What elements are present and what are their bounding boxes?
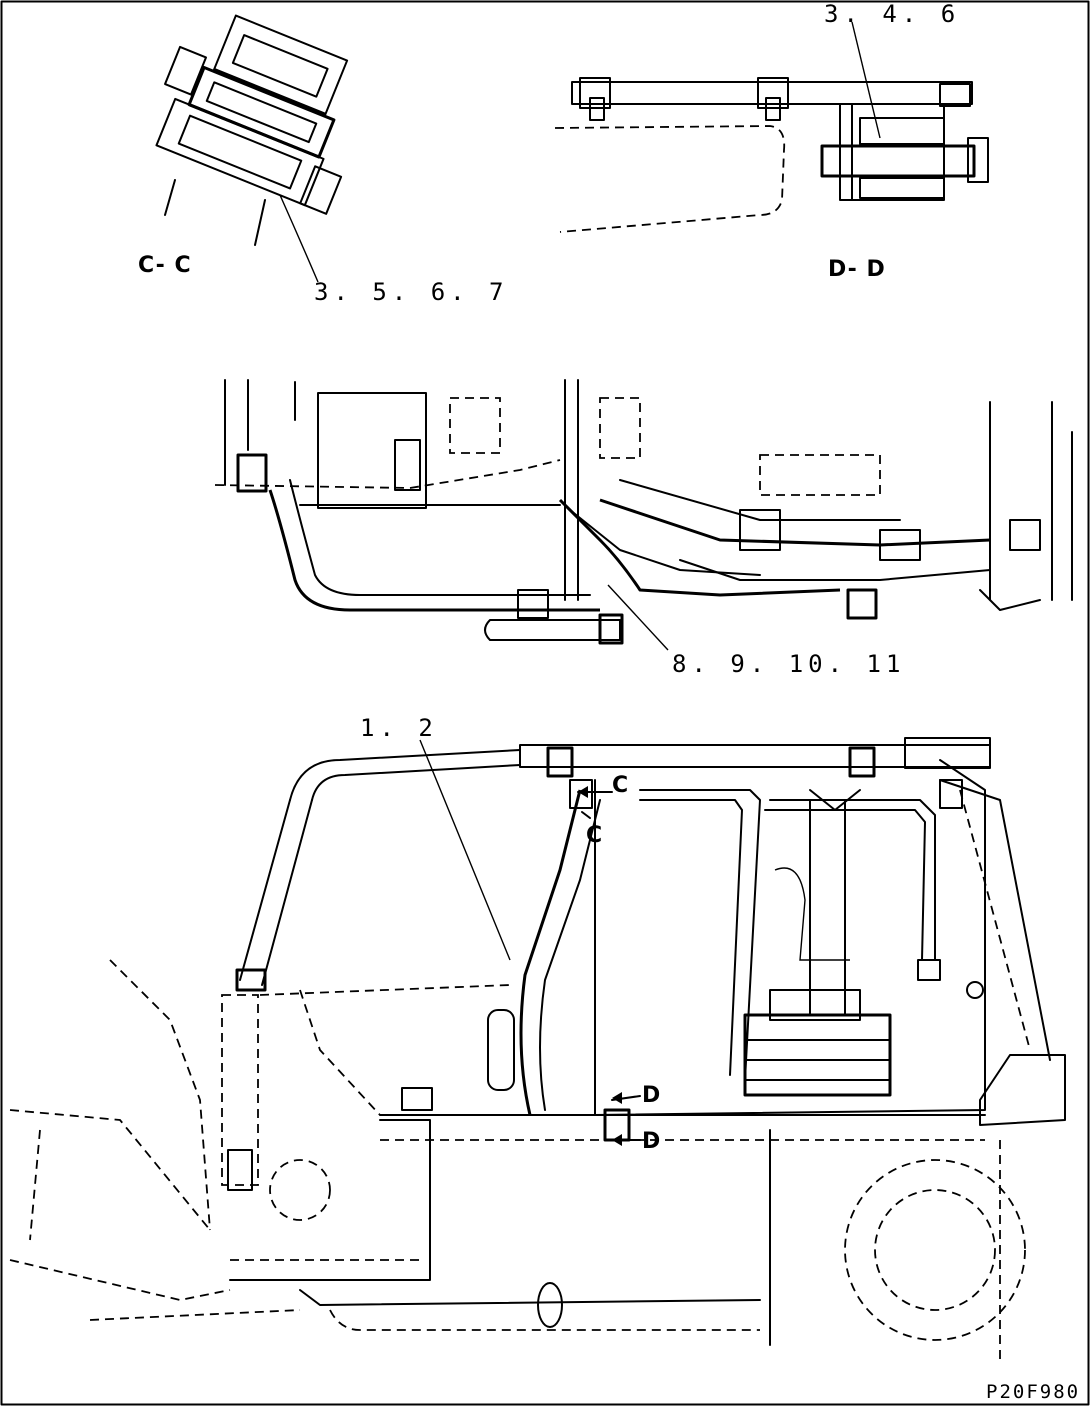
callout-mid-parts: 8. 9. 10. 11 bbox=[672, 650, 905, 678]
callout-main-parts: 1. 2 bbox=[360, 714, 438, 742]
side-view-machine bbox=[9, 737, 1066, 1360]
marker-d-upper: D bbox=[642, 1083, 661, 1108]
top-view-harness-routing bbox=[214, 379, 1073, 651]
callout-c-parts: 3. 5. 6. 7 bbox=[314, 278, 509, 306]
section-view-d-d bbox=[554, 21, 989, 233]
marker-d-lower: D bbox=[642, 1129, 661, 1154]
section-view-c-c bbox=[155, 14, 349, 283]
drawing-code: P20F980 bbox=[986, 1381, 1080, 1403]
marker-c-upper: C bbox=[612, 773, 629, 798]
view-label-d-d: D- D bbox=[828, 257, 886, 282]
callout-d-parts: 3. 4. 6 bbox=[824, 0, 960, 28]
marker-c-lower: C bbox=[586, 823, 603, 848]
view-label-c-c: C- C bbox=[138, 253, 192, 278]
